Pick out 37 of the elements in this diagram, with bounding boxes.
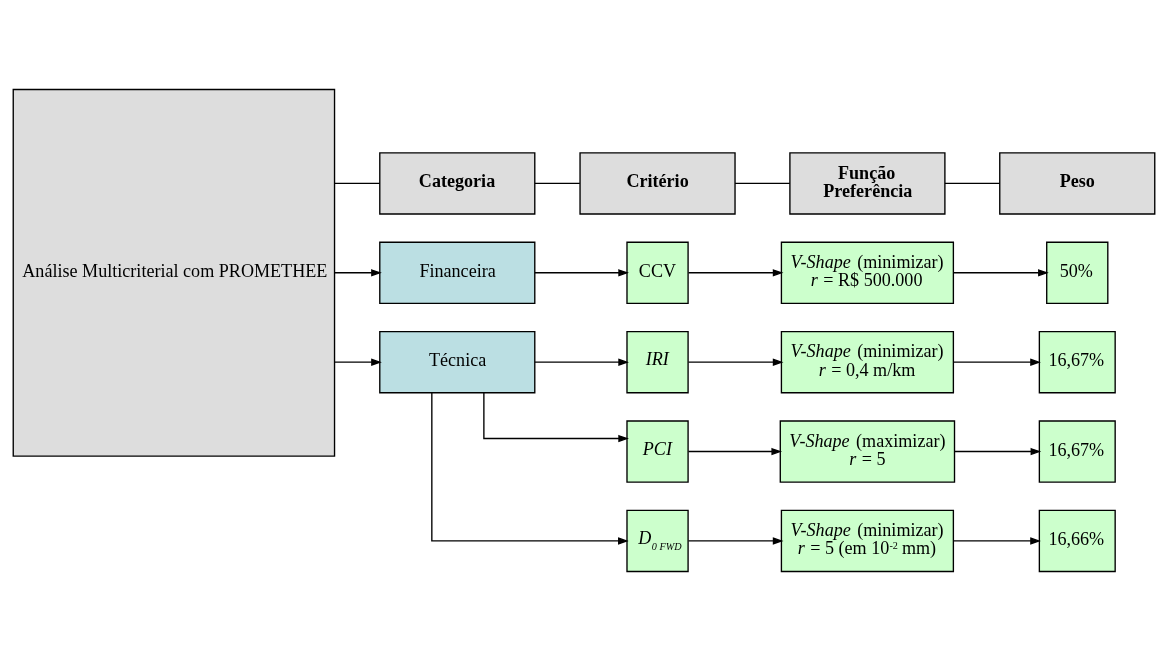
node-box: 16,67%	[1038, 419, 1116, 483]
connector	[534, 182, 581, 184]
arrow	[534, 268, 629, 277]
arrow	[687, 447, 783, 455]
arrow	[333, 357, 382, 366]
arrow	[953, 268, 1049, 277]
node-box: V-Shape (maximizar) r = 5	[779, 419, 956, 483]
node-box: V-Shape (minimizar) r = R$ 500.000	[780, 241, 955, 304]
arrow	[483, 391, 629, 442]
arrow	[333, 268, 382, 277]
arrow	[953, 536, 1041, 545]
connector	[944, 182, 1001, 184]
node-box: 16,67%	[1038, 330, 1116, 393]
node-box: Categoria	[379, 151, 536, 215]
arrow	[953, 357, 1041, 366]
arrow	[687, 357, 784, 366]
node-box: Peso	[999, 151, 1156, 215]
node-box: Critério	[579, 151, 736, 215]
node-box: Análise Multicriterial com PROMETHEE	[12, 88, 336, 457]
arrow	[687, 268, 784, 277]
connector	[734, 182, 791, 184]
node-box: Técnica	[379, 330, 536, 393]
connector	[333, 182, 381, 184]
node-box: 16,66%	[1038, 509, 1116, 572]
node-box: PCI	[626, 419, 689, 483]
node-box: CCV	[626, 241, 689, 304]
arrow	[431, 391, 629, 545]
node-box: Função Preferência	[789, 151, 946, 215]
node-box: V-Shape (minimizar) r = 5 (em 10$^{-2}$ mm)	[780, 509, 955, 572]
node-box: D$_{0 FWD}$	[626, 509, 689, 572]
node-box: 50%	[1046, 241, 1109, 304]
node-box: IRI	[626, 330, 689, 393]
node-box: Financeira	[379, 241, 536, 304]
arrow	[953, 447, 1042, 455]
arrow	[687, 536, 784, 545]
node-box: V-Shape (minimizar) r = 0,4 m/km	[780, 330, 955, 393]
arrow	[534, 357, 629, 366]
